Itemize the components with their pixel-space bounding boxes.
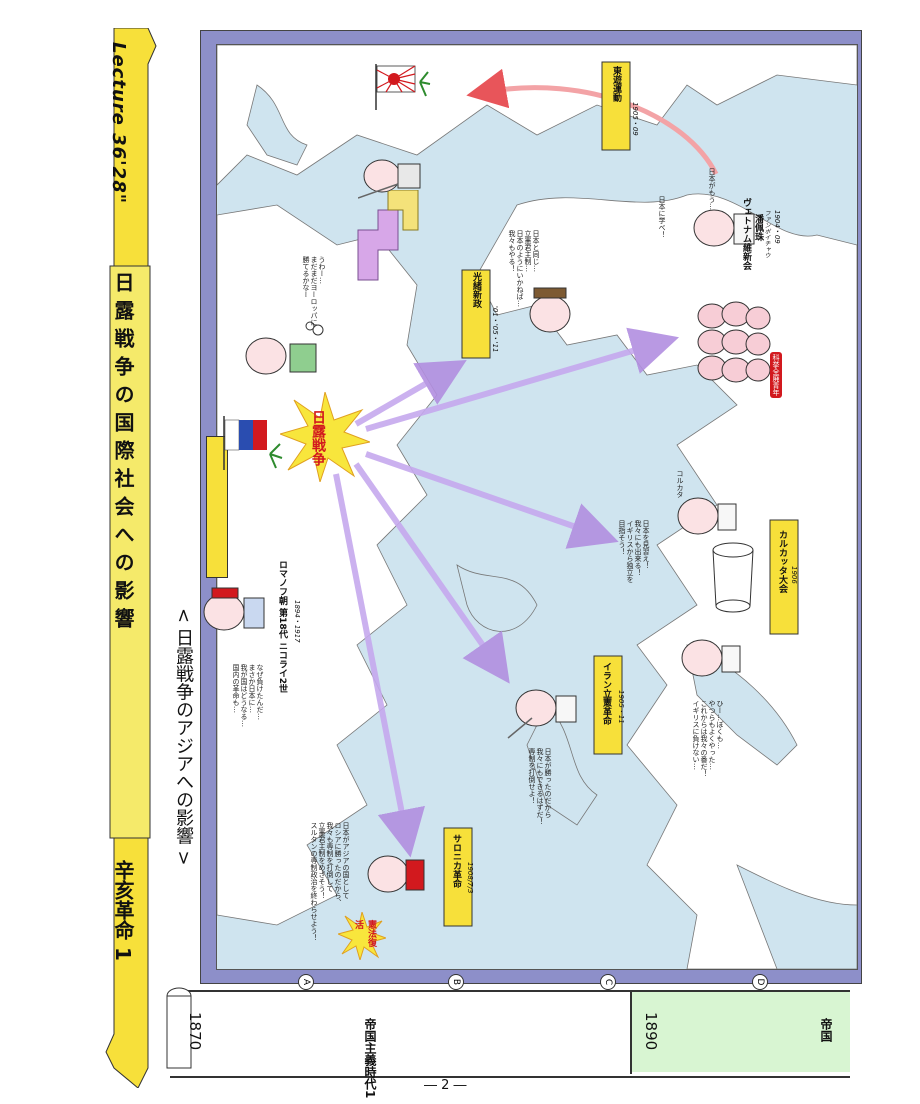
event-guangxu-year: '01・'05・'11 <box>491 306 499 353</box>
timeline-era1: 帝国主義時代1 <box>363 1018 377 1099</box>
russia-flag-icon <box>223 416 283 470</box>
iran-man-icon <box>507 689 577 739</box>
page-title: 日露戦争の国際社会への影響 <box>111 272 135 636</box>
grid-b: B <box>448 974 464 990</box>
arrow-to-india <box>365 451 619 549</box>
vietnam-man-icon <box>693 209 755 247</box>
page-number: ― 2 ― <box>424 1078 467 1093</box>
event-calcutta: カルカッタ大会 <box>777 530 787 593</box>
scroll-guangxu <box>461 269 491 359</box>
timeline-scroll-end-icon <box>166 987 192 1069</box>
bubble-iran: 日本が勝ったのだから 我々にもできるはずだ！ 専制を打倒せよ！ <box>528 748 552 825</box>
bubble-india2: ひー…ぼくも… やつらもよくやった… これからは我々の番だ！ イギリスに負けない… <box>692 700 724 777</box>
bubble-china: 日本と同じ… 立憲君主制… 日本のようにいかねば… 我々もやる！ <box>508 230 540 307</box>
event-vietnam-person: 潘佩珠 <box>753 214 763 241</box>
grid-a: A <box>298 974 314 990</box>
grid-c: C <box>600 974 616 990</box>
event-nicholas-year: 1894・1917 <box>293 600 301 643</box>
china-man-icon <box>529 287 571 333</box>
japan-flag-icon <box>375 64 431 110</box>
india-man2-icon <box>681 639 741 677</box>
bubble-russia-man: うわー… まだまだヨーロッパに 勝てるかなー <box>302 256 326 326</box>
event-salonika-year: 1908/7/3 <box>466 862 474 894</box>
nicholas-icon <box>203 587 265 631</box>
event-vietnam: ヴェトナム維新会 <box>741 198 751 270</box>
event-dongyou: 東遊運動 <box>611 66 621 102</box>
event-nicholas: ロマノフ朝 第18代 ニコライ2世 <box>277 560 287 694</box>
blocks-icon <box>357 190 419 281</box>
subtitle: < 日露戦争のアジアへの影響 > <box>173 608 194 866</box>
bubble-calcutta: コルカタ <box>676 470 684 498</box>
turkey-man-icon <box>367 855 425 893</box>
chapter-label: 辛亥革命 1 <box>111 860 135 961</box>
timeline-divider <box>630 990 632 1074</box>
center-label: 日露戦争 <box>310 410 326 466</box>
timeline-era2-bg <box>630 992 850 1072</box>
kempo-label: 憲法復活 <box>353 920 376 947</box>
scroll-dongyou <box>601 61 631 151</box>
arrow-to-turkey <box>333 473 425 858</box>
event-vietnam-year: 1904・09 <box>773 210 781 244</box>
scroll-iran <box>593 655 623 755</box>
india-man-icon <box>677 497 737 535</box>
bubble-vietnam: 日本に学べ！ <box>658 196 666 238</box>
drum-icon <box>712 542 754 613</box>
qing-youth-icon <box>697 301 771 383</box>
frame-tab <box>206 436 228 578</box>
event-guangxu: 光緒新政 <box>471 272 481 308</box>
arrow-to-iran <box>353 462 510 684</box>
event-calcutta-year: 1906 <box>790 566 798 584</box>
grid-d: D <box>752 974 768 990</box>
japan-soldier-icon <box>358 159 421 199</box>
arrow-to-qing-youth <box>365 327 680 432</box>
bubble-jp: 日本がもう… <box>708 168 716 210</box>
russian-man-icon <box>245 321 324 375</box>
bubble-nicholas: なぜ負けたんだ… まさか日本に… 我が国はどうなる… 国内の革命も… <box>232 664 264 727</box>
event-vietnam-reading: ファンボイチャウ <box>763 210 770 258</box>
scroll-calcutta <box>769 519 799 635</box>
title-ribbon <box>105 28 157 1088</box>
kempo-burst-icon <box>338 912 386 960</box>
event-iran: イラン立憲革命 <box>601 662 611 725</box>
scroll-salonika <box>443 827 473 927</box>
burst-icon <box>280 392 370 482</box>
lecture-label: Lecture 36'28" <box>108 42 129 205</box>
event-dongyou-year: 1905・09 <box>631 102 639 136</box>
arrow-to-china <box>354 359 467 427</box>
timeline-era2: 帝国 <box>819 1018 833 1042</box>
bubble-turkey: 日本がアジアの国として ロシアに勝ったのだから、 我々も専制を打倒して 立憲君主… <box>310 822 350 941</box>
event-iran-year: 1905・11 <box>617 690 625 724</box>
map-canvas <box>216 44 858 970</box>
event-qing-youth: 科挙全廃青年 <box>770 352 782 398</box>
timeline-year-1890: 1890 <box>642 1012 660 1051</box>
timeline-year-1870: 1870 <box>186 1012 204 1051</box>
bubble-india: 日本を見習え！ 我々にも出来る！ イギリスから独立を 目指そう！ <box>618 520 650 583</box>
event-salonika: サロニカ革命 <box>451 834 461 888</box>
